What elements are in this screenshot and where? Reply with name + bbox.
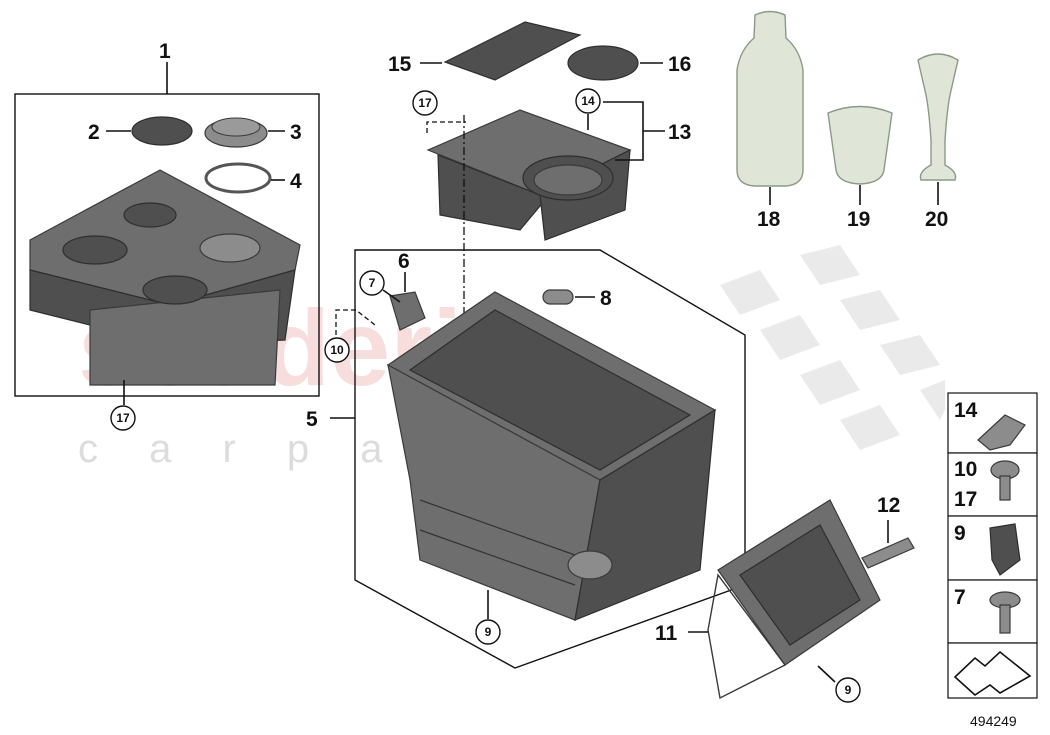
- svg-text:9: 9: [485, 625, 492, 639]
- callout-8: 8: [600, 287, 612, 310]
- fastener-legend: 14 10 17 9 7: [947, 392, 1038, 699]
- part-2-mat: 2: [88, 116, 193, 146]
- svg-text:10: 10: [330, 343, 344, 357]
- svg-text:7: 7: [369, 276, 376, 290]
- part-8-cap: 8: [542, 287, 612, 310]
- part-20-vase: 20: [917, 53, 959, 231]
- ref-17-b: 17: [412, 90, 438, 116]
- assembly-1-box: 1: [14, 40, 320, 397]
- ref-10: 10: [324, 309, 376, 363]
- ref-9-b: 9: [835, 677, 861, 703]
- ref-14: 14: [575, 88, 601, 114]
- legend-label-9: 9: [954, 522, 966, 545]
- callout-4: 4: [290, 170, 302, 193]
- svg-text:17: 17: [116, 411, 130, 425]
- part-15-mat: 15: [388, 21, 582, 81]
- callout-3: 3: [290, 121, 302, 144]
- part-16-mat: 16: [567, 45, 691, 81]
- part-19-cup: 19: [827, 105, 893, 231]
- callout-6: 6: [398, 250, 410, 273]
- callout-11: 11: [655, 622, 678, 645]
- part-4-ring: 4: [204, 162, 302, 194]
- watermark-checker: [720, 245, 945, 450]
- console-body: [386, 291, 717, 621]
- clip-icon: [977, 414, 1026, 451]
- part-11-panel: 11: [655, 499, 881, 700]
- legend-label-10: 10: [954, 458, 977, 481]
- callout-2: 2: [88, 121, 100, 144]
- part-12-clip: 12: [861, 494, 915, 569]
- cupholder-assembly: [29, 169, 301, 405]
- svg-text:17: 17: [418, 96, 432, 110]
- callout-19: 19: [847, 208, 870, 231]
- callout-13: 13: [668, 121, 691, 144]
- svg-text:14: 14: [581, 94, 595, 108]
- part-13-tray: 13: [426, 101, 691, 400]
- ref-9-a: 9: [475, 619, 501, 645]
- arrow-icon: [953, 650, 1032, 697]
- ref-17-a: 17: [110, 405, 136, 431]
- part-3-cap: 3: [204, 117, 302, 148]
- svg-text:9: 9: [845, 683, 852, 697]
- part-18-bottle: 18: [736, 10, 804, 231]
- legend-label-17: 17: [954, 488, 977, 511]
- callout-20: 20: [925, 208, 948, 231]
- callout-1: 1: [159, 40, 171, 63]
- legend-label-7: 7: [954, 586, 966, 609]
- callout-18: 18: [757, 208, 781, 231]
- callout-12: 12: [877, 494, 900, 517]
- screw-icon: [990, 460, 1020, 501]
- callout-5: 5: [306, 408, 318, 431]
- legend-label-14: 14: [954, 399, 978, 422]
- bolt-icon: [989, 591, 1021, 634]
- callout-16: 16: [668, 53, 691, 76]
- callout-15: 15: [388, 53, 412, 76]
- spring-nut-icon: [989, 523, 1021, 576]
- diagram-id: 494249: [970, 713, 1017, 729]
- ref-7: 7: [359, 270, 401, 303]
